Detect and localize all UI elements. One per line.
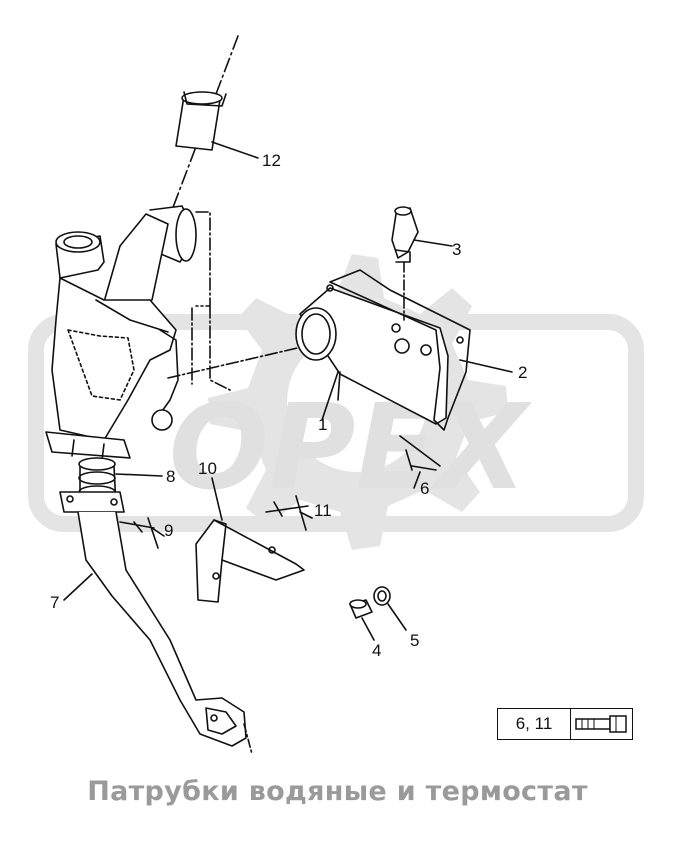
leader-5	[387, 603, 407, 631]
leader-12	[211, 141, 259, 159]
callout-11: 11	[314, 501, 332, 520]
callout-8: 8	[166, 467, 175, 486]
leader-3	[413, 239, 453, 247]
part-10-bracket	[195, 519, 305, 603]
part-5-washer	[373, 586, 391, 606]
axis-line-middle	[167, 305, 307, 391]
fastener-legend: 6, 11	[497, 708, 633, 740]
part-6-bolt	[399, 435, 441, 489]
part-8-gasket	[59, 457, 125, 513]
callout-10: 10	[198, 459, 217, 478]
part-1-manifold	[295, 287, 449, 425]
leader-7	[63, 573, 93, 601]
part-11-bolt	[265, 495, 313, 531]
callout-5: 5	[410, 631, 419, 650]
leader-2	[459, 359, 513, 373]
watermark-text: OPEX	[169, 378, 532, 516]
leader-4	[361, 617, 375, 641]
callout-3: 3	[452, 240, 461, 259]
callout-6: 6	[420, 479, 429, 498]
bolt-icon	[571, 709, 632, 739]
callout-4: 4	[372, 641, 381, 660]
part-12-plug	[175, 91, 227, 151]
page-title: Патрубки водяные и термостат	[87, 776, 588, 807]
part-9-bolt	[119, 517, 165, 549]
leader-8	[115, 473, 163, 477]
leader-10	[211, 477, 223, 521]
thermostat-housing	[45, 231, 179, 461]
callout-2: 2	[518, 363, 527, 382]
callout-7: 7	[50, 593, 59, 612]
part-7-pipe	[77, 511, 253, 755]
upper-elbow-hose	[103, 205, 211, 307]
part-4-plug	[349, 599, 373, 619]
part-3-fitting	[391, 206, 419, 321]
callout-9: 9	[164, 521, 173, 540]
part-2-gasket	[326, 269, 471, 431]
leader-1	[321, 371, 339, 421]
legend-parts-label: 6, 11	[498, 709, 571, 739]
callout-1: 1	[318, 415, 327, 434]
callout-12: 12	[262, 151, 281, 170]
